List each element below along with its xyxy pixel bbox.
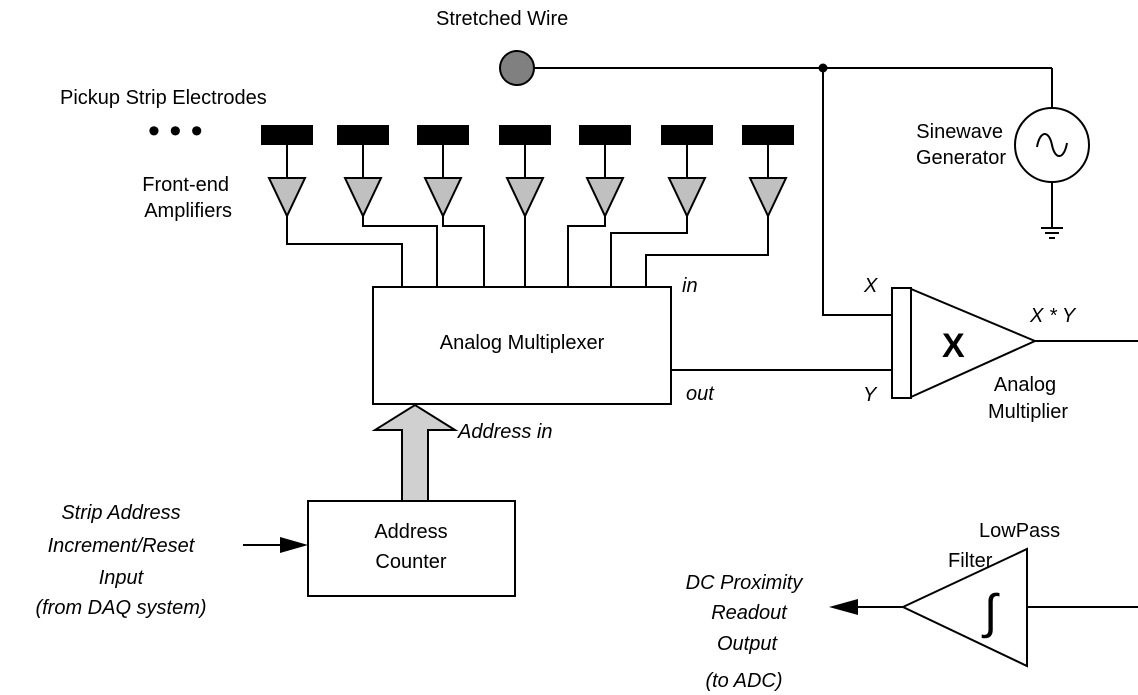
electrode-strip [742,125,794,145]
frontend-amplifier-icon [667,177,707,219]
mux-in-label: in [682,275,698,297]
sinewave-label-line1: Sinewave [916,121,1003,143]
address-in-label: Address in [457,421,553,443]
dc-label-line2: Readout [711,602,788,624]
electrode-strip [661,125,713,145]
multiplier-symbol: X [942,327,965,365]
stretched-wire-label: Stretched Wire [436,8,568,30]
strip-label-line4: (from DAQ system) [35,597,206,619]
amp-mux-wiring [286,216,769,287]
frontend-label-line1: Front-end [142,174,229,196]
filter-output-arrowhead [829,599,858,615]
strip-label-line2: Increment/Reset [48,535,196,557]
multiplier-x-label: X [863,275,878,297]
frontend-amplifier-icon [423,177,463,219]
lowpass-label-line1: LowPass [979,520,1060,542]
stretched-wire-icon [499,50,535,86]
pickup-electrodes-label: Pickup Strip Electrodes [60,87,267,109]
electrode-strip [261,125,313,145]
electrode-strip [579,125,631,145]
ground-icon [1041,227,1063,239]
electrode-strip [499,125,551,145]
strip-label-line3: Input [99,567,145,589]
frontend-amplifier-icon [267,177,307,219]
electrode-group [261,125,794,219]
lowpass-label-line2: Filter [948,550,993,572]
frontend-label-line2: Amplifiers [144,200,232,222]
multiplier-output-label: X * Y [1029,305,1077,327]
frontend-amplifier-icon [505,177,545,219]
dc-label-line3: Output [717,633,778,655]
multiplier-label-line1: Analog [994,374,1056,396]
x-input-line [822,68,892,316]
integrator-symbol: ∫ [981,586,1000,639]
multiplier-y-label: Y [863,384,878,406]
strip-input-arrowhead [280,537,308,553]
dc-label-line4: (to ADC) [705,670,782,692]
multiplier-label-line2: Multiplier [988,401,1068,423]
mux-title: Analog Multiplexer [440,332,605,354]
strip-label-line1: Strip Address [61,502,180,524]
electrode-strip [417,125,469,145]
mux-out-label: out [686,383,715,405]
frontend-amplifier-icon [748,177,788,219]
counter-label-line2: Counter [375,551,446,573]
address-bus-arrow [371,403,459,502]
address-counter-box [307,500,516,597]
sinewave-label-line2: Generator [916,147,1006,169]
electrode-strip [337,125,389,145]
analog-multiplexer-box [372,286,672,405]
multiplier-triangle [910,287,1038,399]
frontend-amplifier-icon [343,177,383,219]
multiplier-input-bar [891,287,912,399]
dc-label-line1: DC Proximity [686,572,804,594]
sine-symbol [1036,133,1068,157]
counter-label-line1: Address [374,521,447,543]
frontend-amplifier-icon [585,177,625,219]
ellipsis-label: • • • [148,112,203,150]
